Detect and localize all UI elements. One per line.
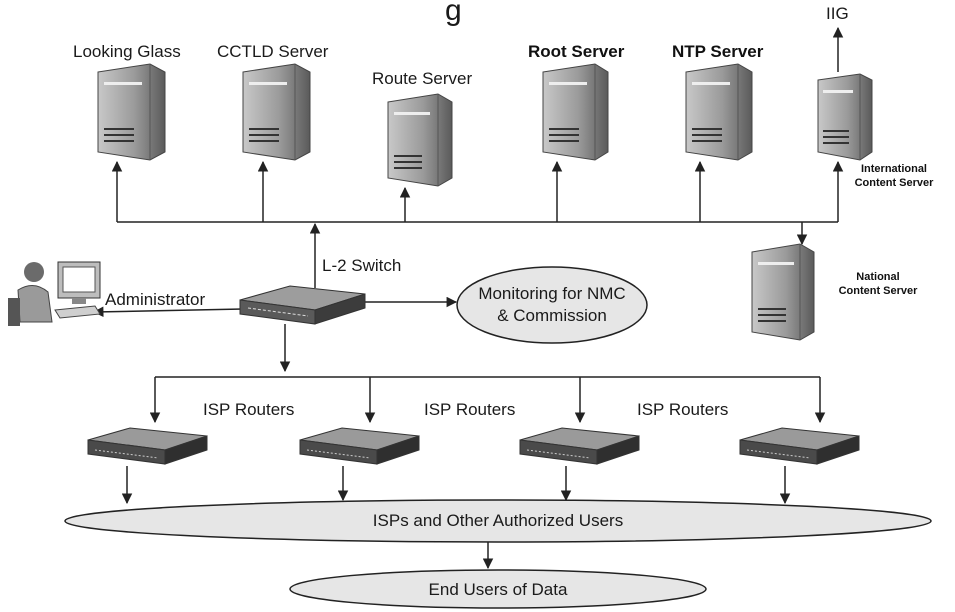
ntp-server-label: NTP Server xyxy=(672,42,764,61)
international-content-server-label: International Content Server xyxy=(854,163,934,189)
isp-users-ellipse xyxy=(64,499,932,543)
isp-routers-label: ISP Routers xyxy=(637,400,729,419)
administrator-icon xyxy=(8,261,101,326)
end-users-label: End Users of Data xyxy=(428,580,568,599)
switch-label: L-2 Switch xyxy=(322,256,402,275)
router-icon-2 xyxy=(299,427,420,465)
monitoring-label: Monitoring for NMC & Commission xyxy=(478,284,626,325)
root-server-label: Root Server xyxy=(528,42,625,61)
isp-routers-label: ISP Routers xyxy=(424,400,516,419)
end-users-ellipse xyxy=(289,569,707,609)
isp-users-label: ISPs and Other Authorized Users xyxy=(372,511,624,530)
isp-routers-label: ISP Routers xyxy=(203,400,295,419)
server-icon-route xyxy=(387,93,453,187)
route-server-label: Route Server xyxy=(372,69,473,88)
server-icon-looking-glass xyxy=(97,63,166,161)
national-content-server-label: National Content Server xyxy=(838,271,918,297)
server-icon-international xyxy=(817,73,873,161)
looking-glass-label: Looking Glass xyxy=(73,42,181,61)
cctld-server-label: CCTLD Server xyxy=(217,42,329,61)
server-icon-national xyxy=(751,243,815,341)
router-icon-4 xyxy=(739,427,860,465)
title-fragment: g xyxy=(445,0,462,27)
monitoring-ellipse xyxy=(456,266,648,344)
administrator-label: Administrator xyxy=(105,290,206,309)
server-icon-cctld xyxy=(242,63,311,161)
iig-label: IIG xyxy=(826,4,849,23)
router-icon-3 xyxy=(519,427,640,465)
l2-switch-icon xyxy=(239,285,366,325)
server-icon-ntp xyxy=(685,63,753,161)
router-icon-1 xyxy=(87,427,208,465)
server-icon-root xyxy=(542,63,609,161)
